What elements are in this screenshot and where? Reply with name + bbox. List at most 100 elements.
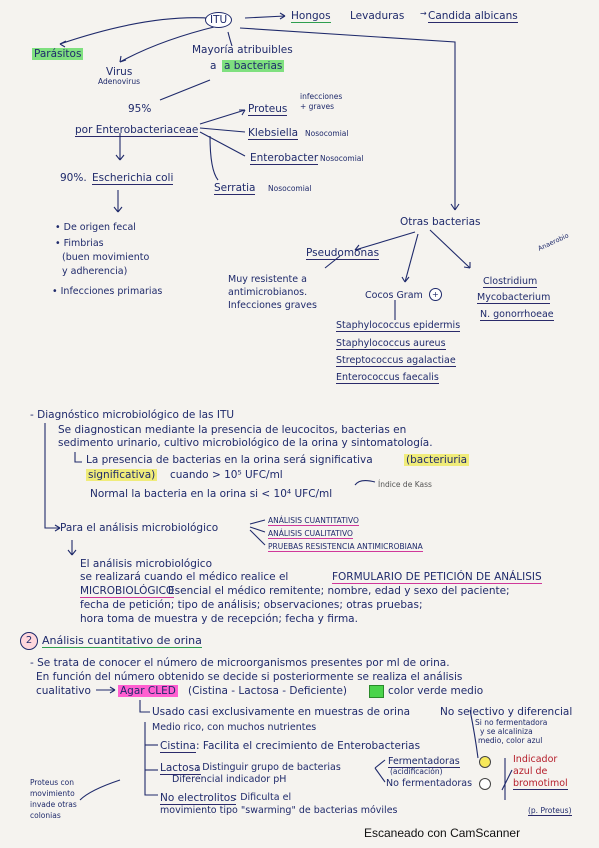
cistina-text: : Facilita el crecimiento de Enterobacte… <box>196 740 421 752</box>
mayoria-line-1: Mayoría atribuibles <box>192 44 293 56</box>
pct90-label: 90%. <box>60 172 87 184</box>
diag-p2-highlight: (bacteriuria <box>404 454 470 466</box>
diag-p2-1: La presencia de bacterias en la orina se… <box>86 454 373 466</box>
sec2-line-2: En función del número obtenido se decide… <box>36 671 463 683</box>
cistina-label: Cistina <box>160 740 196 753</box>
side-note-2: movimiento <box>30 789 75 798</box>
sec2-line-3c: color verde medio <box>388 685 484 697</box>
diag-p1-2: sedimento urinario, cultivo microbiológi… <box>58 437 433 449</box>
virus-label: Virus <box>106 66 133 78</box>
proteus-note-2: + graves <box>300 102 335 111</box>
cocos-label: Cocos Gram <box>365 290 423 301</box>
agar-cled-label: Agar CLED <box>118 685 178 697</box>
no-electrolitos-text-1: : Dificulta el <box>234 792 292 803</box>
proteus-label: Proteus <box>248 103 288 116</box>
sec2-line-3: cualitativo <box>36 685 91 697</box>
no-electrolitos-example: (p. Proteus) <box>528 806 572 816</box>
diag-title: - Diagnóstico microbiológico de las ITU <box>30 409 235 421</box>
ecoli-trait-2: • Fimbrias <box>55 238 104 249</box>
section-2-number: 2 <box>20 632 38 650</box>
fermentadoras-label: Fermentadoras <box>388 756 460 768</box>
pseudomonas-note-2: antimicrobianos. <box>228 287 308 298</box>
pseudomonas-label: Pseudomonas <box>306 247 380 260</box>
ecoli-trait-4: y adherencia) <box>62 266 128 277</box>
ecoli-trait-5: • Infecciones primarias <box>52 286 163 297</box>
diag-p2-3: cuando > 10⁵ UFC/ml <box>170 469 283 481</box>
no-fermentadoras-label: No fermentadoras <box>386 778 473 789</box>
ferm-note-1: Si no fermentadora <box>475 718 548 727</box>
serratia-label: Serratia <box>214 182 256 195</box>
diag-p4-2: se realizará cuando el médico realice el <box>80 571 289 583</box>
analisis-type-3: PRUEBAS RESISTENCIA ANTIMICROBIANA <box>268 542 423 552</box>
pseudomonas-note-3: Infecciones graves <box>228 300 317 311</box>
klebsiella-label: Klebsiella <box>248 127 299 140</box>
diag-p1-1: Se diagnostican mediante la presencia de… <box>58 424 407 436</box>
cocos-item-1: Staphylococcus epidermis <box>336 320 461 332</box>
mayoria-line-2: a bacterias <box>222 60 285 72</box>
green-color-swatch <box>369 685 384 698</box>
no-electrolitos-label: No electrolitos <box>160 792 236 805</box>
indicador-note-1: Indicador <box>513 754 558 765</box>
diag-p4-6: hora toma de muestra y de recepción; fec… <box>80 613 358 625</box>
ecoli-label: Escherichia coli <box>92 172 174 185</box>
ecoli-trait-3: (buen movimiento <box>62 252 150 263</box>
no-electrolitos-text-2: movimiento tipo "swarming" de bacterias … <box>160 805 398 816</box>
side-note-1: Proteus con <box>30 778 74 787</box>
ferm-note-3: medio, color azul <box>478 736 543 745</box>
diag-p4-1: El análisis microbiológico <box>80 558 212 570</box>
candida-label: Candida albicans <box>428 10 518 23</box>
yellow-indicator-circle <box>479 756 491 768</box>
analisis-type-1: ANÁLISIS CUANTITATIVO <box>268 516 359 526</box>
empty-indicator-circle <box>479 778 491 790</box>
cocos-sign: + <box>429 288 442 301</box>
fermentadoras-sub: (acidificación) <box>390 767 443 776</box>
otras-bacterias-label: Otras bacterias <box>400 216 481 228</box>
section-2-title: Análisis cuantitativo de orina <box>42 634 202 648</box>
pct95-label: 95% <box>128 103 152 115</box>
lactosa-label: Lactosa <box>160 762 201 775</box>
lactosa-text-1: : Distinguir grupo de bacterias <box>196 762 341 773</box>
levaduras-label: Levaduras <box>350 10 405 22</box>
side-note-4: colonias <box>30 811 61 820</box>
enterobacter-label: Enterobacter <box>250 152 319 165</box>
indicador-note-3: bromotimol <box>513 778 568 790</box>
ecoli-trait-1: • De origen fecal <box>55 222 136 233</box>
otros-item-3: N. gonorrhoeae <box>480 309 554 321</box>
diag-p2-2: significativa) <box>86 469 158 481</box>
sec2-line-3b: (Cistina - Lactosa - Deficiente) <box>188 685 348 697</box>
itu-node: ITU <box>205 12 233 28</box>
pseudomonas-note-1: Muy resistente a <box>228 274 307 285</box>
lactosa-text-2: Diferencial indicador pH <box>172 774 287 785</box>
diag-p4-3: MICROBIOLÓGICO <box>80 585 175 598</box>
parasitos-label: Parásitos <box>32 48 84 60</box>
kass-note: Índice de Kass <box>378 480 432 489</box>
sec2-line-4b: No selectivo y diferencial <box>440 706 573 718</box>
otros-item-2: Mycobacterium <box>477 292 551 304</box>
sec2-line-5: Medio rico, con muchos nutrientes <box>152 722 317 733</box>
analisis-type-2: ANÁLISIS CUALITATIVO <box>268 529 353 539</box>
diag-p4-5: fecha de petición; tipo de análisis; obs… <box>80 599 423 611</box>
cocos-item-2: Staphylococcus aureus <box>336 338 446 350</box>
hongos-label: Hongos <box>291 10 331 23</box>
side-note-3: invade otras <box>30 800 77 809</box>
serratia-note: Nosocomial <box>268 184 312 193</box>
enterobacter-note: Nosocomial <box>320 154 364 163</box>
arrow-glyph: → <box>420 9 427 18</box>
virus-sublabel: Adenovirus <box>98 77 140 86</box>
sec2-line-4: Usado casi exclusivamente en muestras de… <box>152 706 411 718</box>
camscanner-footer: Escaneado con CamScanner <box>364 826 521 840</box>
ferm-note-2: y se alcaliniza <box>480 727 533 736</box>
diag-p4-highlight: FORMULARIO DE PETICIÓN DE ANÁLISIS <box>332 571 542 584</box>
proteus-note-1: infecciones <box>300 92 343 101</box>
diag-p4-4: Esencial el médico remitente; nombre, ed… <box>168 585 510 597</box>
diag-p3: Normal la bacteria en la orina si < 10⁴ … <box>90 488 333 500</box>
mayoria-line-2-prefix: a <box>210 60 217 72</box>
cocos-item-4: Enterococcus faecalis <box>336 372 439 384</box>
enterobacteriaceae-label: por Enterobacteriaceae <box>75 124 199 137</box>
sec2-line-1: - Se trata de conocer el número de micro… <box>30 657 450 669</box>
klebsiella-note: Nosocomial <box>305 129 349 138</box>
indicador-note-2: azul de <box>513 766 548 777</box>
otros-item-1: Clostridium <box>483 276 538 288</box>
analisis-label: Para el análisis microbiológico <box>60 522 219 534</box>
